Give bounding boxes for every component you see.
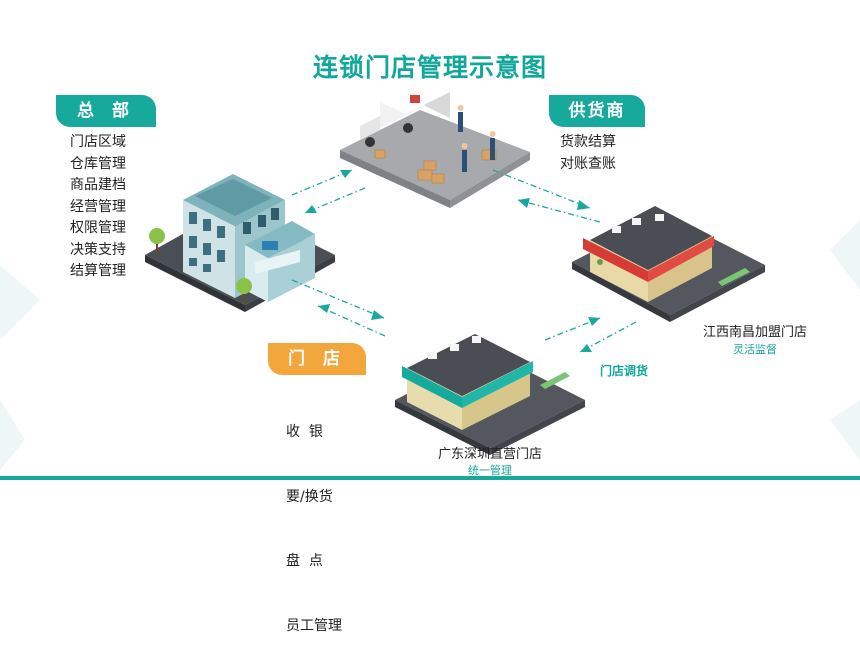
arrow-hq-to-direct	[291, 279, 385, 319]
arrow-head	[340, 170, 352, 178]
list-item: 对账查账	[560, 155, 616, 172]
arrow-head	[318, 304, 330, 313]
list-item: 结算管理	[70, 263, 126, 279]
list-item: 经营管理	[70, 198, 126, 215]
arrow-head	[577, 200, 590, 210]
supplier-list: 货款结算 对账查账	[560, 132, 616, 175]
store-transfer-label: 门店调货	[600, 364, 649, 378]
direct-store-name: 广东深圳直营门店	[437, 447, 542, 462]
arrow-warehouse-to-hq	[304, 187, 366, 214]
arrow-direct-to-hq	[317, 305, 386, 337]
store-tag: 门 店	[268, 343, 366, 375]
arrow-head	[305, 205, 317, 213]
supplier-tag: 供货商	[549, 95, 645, 127]
list-item: 决策支持	[70, 241, 126, 258]
list-item: 员工管理	[286, 617, 342, 634]
list-item: 收 银	[286, 424, 323, 440]
franchise-store-name: 江西南昌加盟门店	[702, 325, 807, 340]
list-item: 权限管理	[70, 220, 126, 236]
list-item: 要/换货	[286, 488, 333, 505]
background-decoration	[0, 220, 860, 470]
arrow-head	[518, 198, 530, 208]
list-item: 货款结算	[560, 134, 616, 150]
list-item: 商品建档	[70, 177, 126, 193]
headquarters-building-illustration	[145, 174, 335, 312]
arrow-head	[580, 344, 592, 352]
arrow-warehouse-to-franchise	[492, 169, 591, 209]
arrow-franchise-to-direct	[579, 321, 637, 353]
store-list: 收 银 要/换货 盘 点 员工管理	[286, 379, 342, 659]
bottom-accent-bar	[0, 476, 860, 480]
list-item: 盘 点	[286, 553, 323, 569]
headquarters-list: 门店区域 仓库管理 商品建档 经营管理 权限管理 决策支持 结算管理	[70, 132, 126, 283]
arrow-head	[371, 310, 384, 320]
arrow-direct-to-franchise	[544, 317, 601, 341]
list-item: 仓库管理	[70, 155, 126, 172]
direct-store-illustration	[395, 334, 585, 455]
franchise-store-illustration	[572, 206, 765, 322]
direct-store-note: 统一管理	[468, 464, 512, 477]
flow-arrows	[291, 169, 637, 353]
list-item: 门店区域	[70, 134, 126, 150]
warehouse-delivery-illustration	[340, 80, 530, 208]
franchise-store-note: 灵活监督	[733, 343, 777, 356]
diagram-title: 连锁门店管理示意图	[312, 53, 547, 82]
diagram-canvas	[0, 80, 860, 470]
headquarters-tag: 总 部	[56, 95, 156, 127]
arrow-head	[588, 317, 600, 326]
arrow-hq-to-warehouse	[291, 169, 353, 196]
arrow-franchise-to-warehouse	[517, 199, 601, 223]
